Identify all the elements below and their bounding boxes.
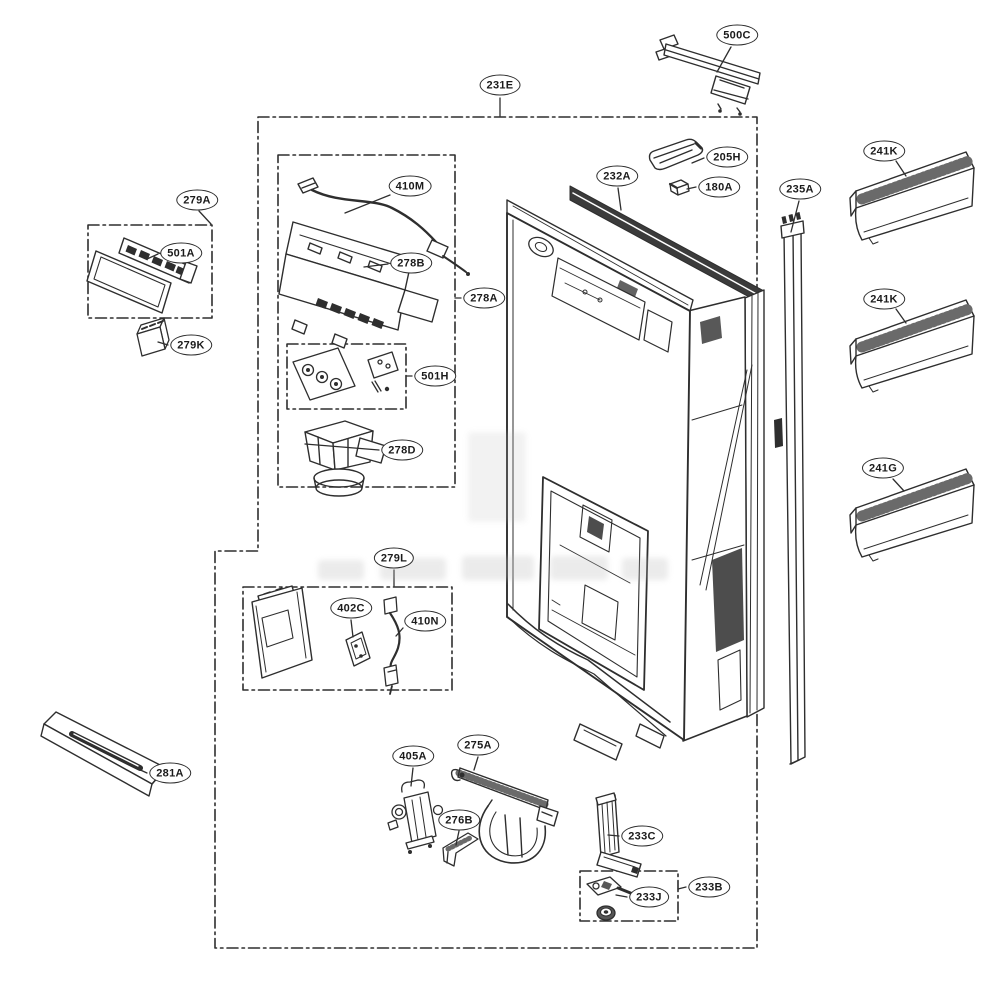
part-label-501h[interactable]: 501H — [414, 365, 456, 387]
part-label-279l[interactable]: 279L — [373, 547, 415, 569]
watermark — [468, 432, 526, 522]
part-label-278b[interactable]: 278B — [390, 252, 432, 274]
part-label-241k-1[interactable]: 241K — [863, 140, 905, 162]
part-drawing-501h-board — [292, 347, 399, 401]
part-label-279k[interactable]: 279K — [170, 334, 212, 356]
part-label-180a[interactable]: 180A — [698, 176, 740, 198]
part-drawing-281a — [40, 711, 167, 797]
part-label-278a[interactable]: 278A — [463, 287, 505, 309]
part-label-500c[interactable]: 500C — [716, 24, 758, 46]
part-label-278d[interactable]: 278D — [381, 439, 423, 461]
part-drawing-279l-panel — [251, 585, 313, 679]
part-drawing-235a — [774, 212, 806, 765]
part-label-241k-2[interactable]: 241K — [863, 288, 905, 310]
part-label-233c[interactable]: 233C — [621, 825, 663, 847]
boundary-box-233b — [579, 870, 679, 922]
part-label-405a[interactable]: 405A — [392, 745, 434, 767]
part-label-501a[interactable]: 501A — [160, 242, 202, 264]
boundary-box-278a — [277, 154, 456, 488]
part-drawing-180a — [668, 179, 690, 196]
watermark — [318, 560, 364, 580]
part-drawing-501a-display — [86, 237, 198, 314]
part-drawing-233j — [586, 876, 635, 921]
part-label-281a[interactable]: 281A — [149, 762, 191, 784]
part-drawing-278b — [278, 221, 439, 349]
part-drawing-279k — [136, 317, 170, 357]
part-drawing-276b — [442, 832, 479, 867]
part-label-231e[interactable]: 231E — [479, 74, 521, 96]
boundary-box-231e — [214, 116, 758, 949]
watermark — [462, 556, 534, 580]
watermark — [622, 558, 668, 580]
part-drawing-door-assembly — [506, 185, 765, 761]
part-label-402c[interactable]: 402C — [330, 597, 372, 619]
part-label-410n[interactable]: 410N — [404, 610, 446, 632]
part-label-410m[interactable]: 410M — [388, 175, 432, 197]
part-label-276b[interactable]: 276B — [438, 809, 480, 831]
part-label-205h[interactable]: 205H — [706, 146, 748, 168]
part-drawing-275a — [450, 767, 559, 864]
part-label-279a[interactable]: 279A — [176, 189, 218, 211]
part-label-233j[interactable]: 233J — [629, 886, 669, 908]
boundary-box-279l — [242, 586, 453, 691]
part-drawing-278d — [304, 420, 387, 497]
boundary-box-279a — [87, 224, 213, 319]
boundary-box-501h — [286, 343, 407, 410]
watermark — [550, 556, 608, 580]
part-drawing-205h — [648, 138, 704, 171]
part-label-232a[interactable]: 232A — [596, 165, 638, 187]
part-drawing-405a — [387, 779, 444, 854]
part-drawing-402c — [345, 631, 371, 667]
part-label-233b[interactable]: 233B — [688, 876, 730, 898]
part-drawing-410n — [383, 596, 401, 695]
leader-lines — [135, 46, 907, 898]
part-drawing-233c — [595, 792, 642, 878]
part-drawing-410m — [297, 177, 470, 276]
part-label-241g[interactable]: 241G — [861, 457, 905, 479]
part-drawing-500c — [655, 34, 761, 116]
part-label-275a[interactable]: 275A — [457, 734, 499, 756]
part-label-235a[interactable]: 235A — [779, 178, 821, 200]
part-drawing-241k-bin — [849, 151, 975, 245]
